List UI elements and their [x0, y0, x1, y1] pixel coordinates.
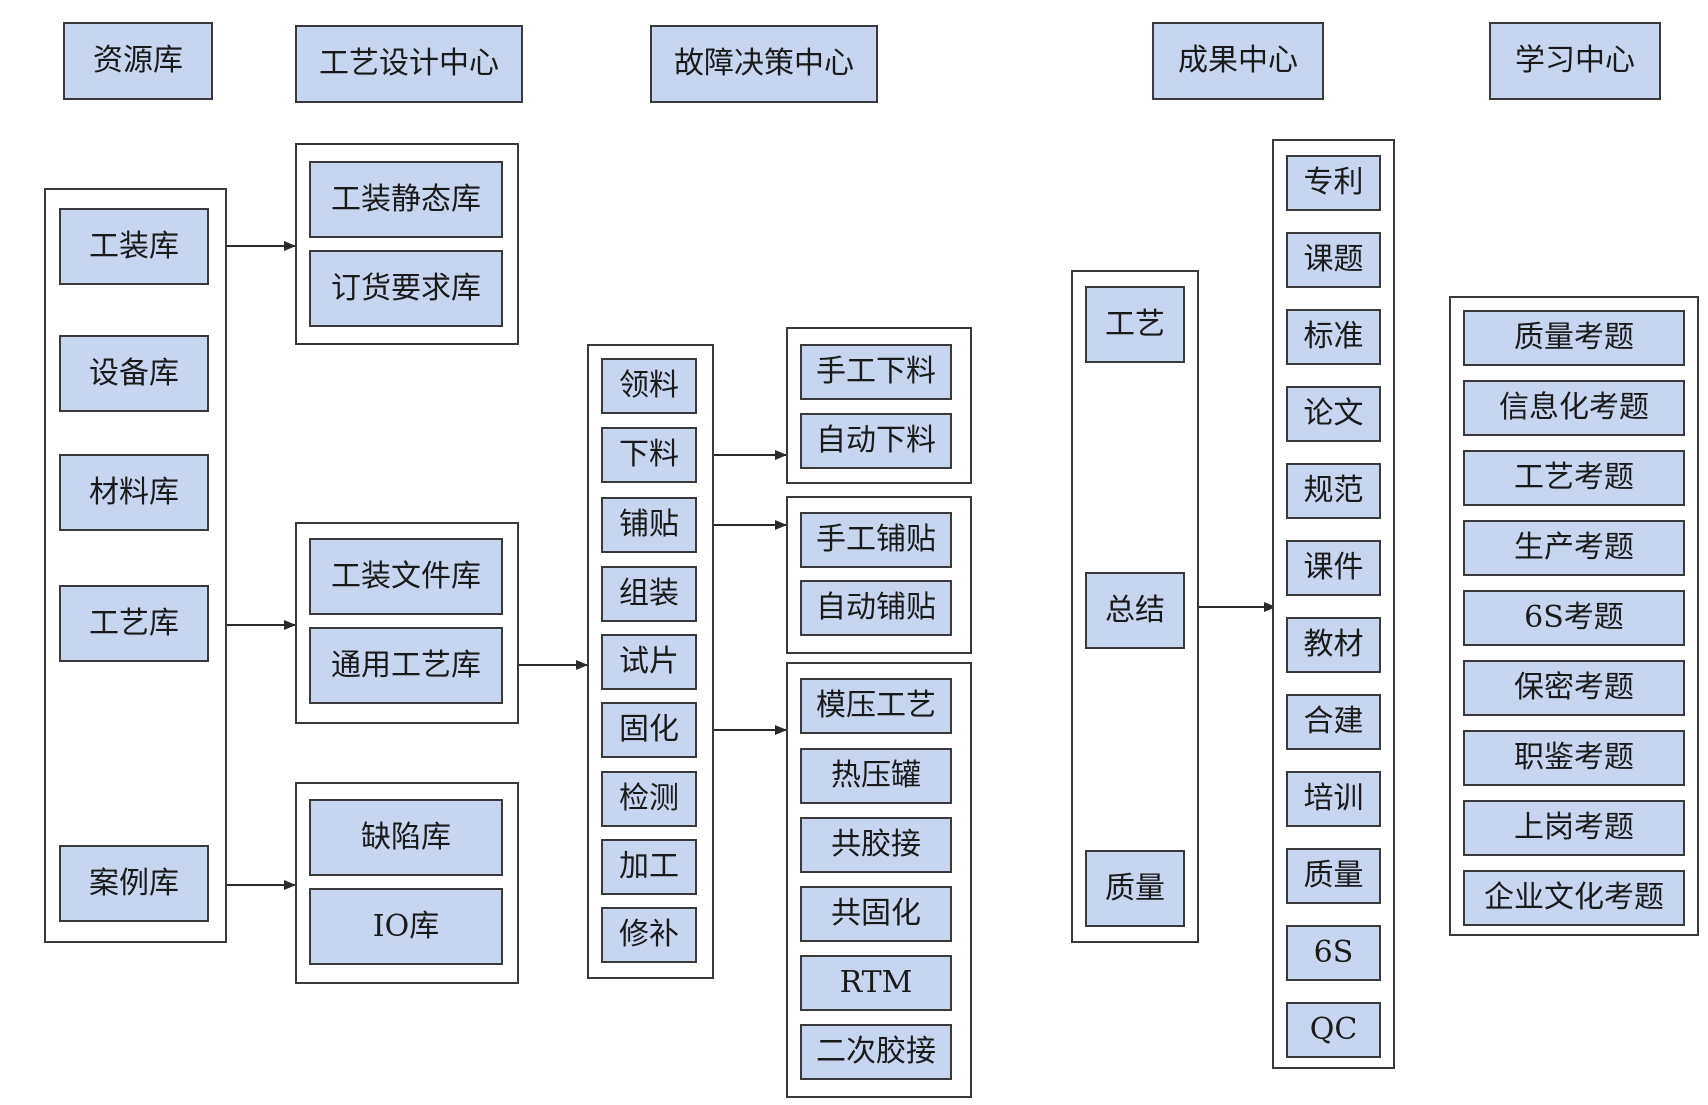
design-item-general-process: 通用工艺库	[309, 627, 503, 704]
header-craft-design-center: 工艺设计中心	[295, 25, 523, 103]
achievement-category-quality: 质量	[1085, 850, 1185, 927]
exam-topic-onboarding: 上岗考题	[1463, 800, 1685, 856]
achievement-category-summary: 总结	[1085, 572, 1185, 649]
exam-topic-corporate-culture: 企业文化考题	[1463, 870, 1685, 926]
achievement-type-training: 培训	[1286, 771, 1381, 827]
process-step-cutting: 下料	[601, 427, 697, 483]
method-item-autoclave: 热压罐	[800, 748, 952, 804]
method-item-co-bonding: 共胶接	[800, 817, 952, 873]
process-step-assembly: 组装	[601, 566, 697, 622]
design-item-order-requirement: 订货要求库	[309, 250, 503, 327]
exam-topic-vocational-appraisal: 职鉴考题	[1463, 730, 1685, 786]
resource-item-material: 材料库	[59, 454, 209, 531]
achievement-type-qc: QC	[1286, 1002, 1381, 1058]
exam-topic-production: 生产考题	[1463, 520, 1685, 576]
exam-topic-confidentiality: 保密考题	[1463, 660, 1685, 716]
achievement-type-joint-build: 合建	[1286, 694, 1381, 750]
resource-library-group	[44, 188, 227, 943]
resource-item-equipment: 设备库	[59, 335, 209, 412]
process-step-machining: 加工	[601, 839, 697, 895]
achievement-type-courseware: 课件	[1286, 540, 1381, 596]
method-item-auto-cutting: 自动下料	[800, 413, 952, 469]
achievement-type-standard: 标准	[1286, 309, 1381, 365]
achievement-type-group	[1272, 139, 1395, 1069]
exam-topic-craft: 工艺考题	[1463, 450, 1685, 506]
method-item-auto-layup: 自动铺贴	[800, 580, 952, 636]
design-item-tooling-file: 工装文件库	[309, 538, 503, 615]
header-achievement-center: 成果中心	[1152, 22, 1324, 100]
design-item-tooling-static: 工装静态库	[309, 161, 503, 238]
method-item-secondary-bonding: 二次胶接	[800, 1024, 952, 1080]
achievement-type-quality: 质量	[1286, 848, 1381, 904]
process-step-test-piece: 试片	[601, 634, 697, 690]
process-step-repair: 修补	[601, 907, 697, 963]
achievement-type-paper: 论文	[1286, 386, 1381, 442]
method-item-compression-molding: 模压工艺	[800, 678, 952, 734]
design-item-io: IO库	[309, 888, 503, 965]
achievement-type-textbook: 教材	[1286, 617, 1381, 673]
exam-topic-6s: 6S考题	[1463, 590, 1685, 646]
exam-topic-informatization: 信息化考题	[1463, 380, 1685, 436]
method-item-manual-cutting: 手工下料	[800, 344, 952, 400]
achievement-type-specification: 规范	[1286, 463, 1381, 519]
achievement-type-6s: 6S	[1286, 925, 1381, 981]
method-item-co-curing: 共固化	[800, 886, 952, 942]
process-step-material-pick: 领料	[601, 358, 697, 414]
resource-item-case: 案例库	[59, 845, 209, 922]
resource-item-process: 工艺库	[59, 585, 209, 662]
method-item-rtm: RTM	[800, 955, 952, 1011]
design-item-defect: 缺陷库	[309, 799, 503, 876]
header-resource-library: 资源库	[63, 22, 213, 100]
header-learning-center: 学习中心	[1489, 22, 1661, 100]
achievement-type-project: 课题	[1286, 232, 1381, 288]
achievement-type-patent: 专利	[1286, 155, 1381, 211]
process-step-curing: 固化	[601, 702, 697, 758]
process-step-inspection: 检测	[601, 771, 697, 827]
process-step-layup: 铺贴	[601, 497, 697, 553]
exam-topic-quality: 质量考题	[1463, 310, 1685, 366]
achievement-category-craft: 工艺	[1085, 286, 1185, 363]
header-fault-decision-center: 故障决策中心	[650, 25, 878, 103]
method-item-manual-layup: 手工铺贴	[800, 512, 952, 568]
resource-item-tooling: 工装库	[59, 208, 209, 285]
